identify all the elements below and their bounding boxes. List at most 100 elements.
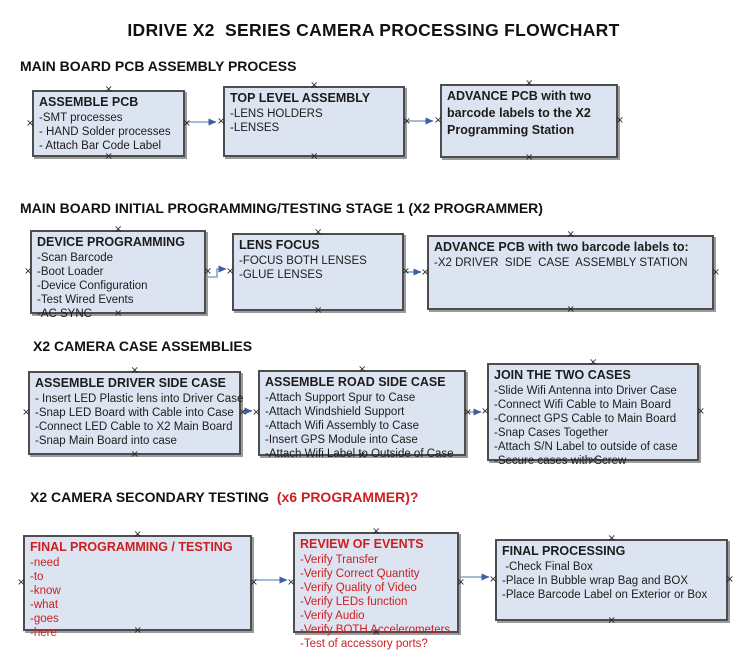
anchor-icon: × bbox=[615, 115, 624, 126]
box-line: -here bbox=[30, 627, 57, 639]
box-line: -what bbox=[30, 599, 59, 611]
box-line: -X2 DRIVER SIDE CASE ASSEMBLY STATION bbox=[434, 257, 688, 269]
box-title: ASSEMBLE ROAD SIDE CASE bbox=[265, 375, 446, 389]
flow-box-device-programming[interactable]: ×××× DEVICE PROGRAMMING -Scan Barcode -B… bbox=[24, 225, 212, 321]
section-heading-text: MAIN BOARD INITIAL PROGRAMMING/TESTING S… bbox=[20, 200, 543, 216]
box-title: ASSEMBLE DRIVER SIDE CASE bbox=[35, 376, 227, 390]
anchor-icon: × bbox=[525, 78, 534, 89]
flow-box-advance-pcb-programming-station[interactable]: ×××× ADVANCE PCB with two barcode labels… bbox=[434, 79, 624, 163]
anchor-icon: × bbox=[711, 266, 720, 278]
flow-box-top-level-assembly[interactable]: ×××× TOP LEVEL ASSEMBLY -LENS HOLDERS -L… bbox=[217, 81, 411, 162]
box-line: -Connect LED Cable to X2 Main Board bbox=[35, 421, 233, 433]
box-title: FINAL PROGRAMMING / TESTING bbox=[30, 540, 233, 554]
box-line: -Connect Wifi Cable to Main Board bbox=[494, 399, 672, 411]
anchor-icon: × bbox=[104, 84, 113, 95]
box-line: -Verify Audio bbox=[300, 610, 365, 622]
section-heading-text: X2 CAMERA SECONDARY TESTING bbox=[30, 489, 273, 505]
section-heading-initial-programming: MAIN BOARD INITIAL PROGRAMMING/TESTING S… bbox=[20, 200, 543, 216]
flow-box-assemble-driver-side-case[interactable]: ×××× ASSEMBLE DRIVER SIDE CASE - Insert … bbox=[22, 366, 247, 460]
flow-box-assemble-road-side-case[interactable]: × × × × ASSEMBLE ROAD SIDE CASE -Attach Sup… bbox=[252, 365, 472, 461]
anchor-icon: × bbox=[725, 574, 734, 585]
anchor-icon: × bbox=[463, 407, 472, 418]
box-line: -Slide Wifi Antenna into Driver Case bbox=[494, 385, 677, 397]
box-line: -Attach Support Spur to Case bbox=[265, 392, 416, 404]
connector-device-programming-to-lens-focus[interactable] bbox=[208, 265, 227, 278]
box-line: -goes bbox=[30, 613, 59, 625]
anchor-icon: × bbox=[114, 308, 123, 319]
anchor-icon: × bbox=[589, 357, 598, 368]
box-line: -Attach Wifi Label to Outside of Case bbox=[265, 448, 454, 460]
box-title: JOIN THE TWO CASES bbox=[494, 368, 631, 382]
flow-box-final-processing[interactable]: ×××× FINAL PROCESSING -Check Final Box -… bbox=[489, 534, 734, 626]
box-line: -Verify Quality of Video bbox=[300, 582, 417, 594]
box-line: -Verify BOTH Accelerometers bbox=[300, 624, 451, 636]
section-heading-secondary-testing: X2 CAMERA SECONDARY TESTING (x6 PROGRAMM… bbox=[30, 489, 418, 505]
anchor-icon: × bbox=[372, 526, 381, 537]
box-line: - HAND Solder processes bbox=[39, 126, 171, 138]
anchor-icon: × bbox=[489, 574, 498, 585]
anchor-icon: × bbox=[310, 151, 319, 162]
anchor-icon: × bbox=[238, 407, 247, 418]
anchor-icon: × bbox=[130, 449, 139, 460]
box-line: -AC SYNC bbox=[37, 308, 92, 320]
anchor-icon: × bbox=[217, 115, 226, 127]
section-heading-text: MAIN BOARD PCB ASSEMBLY PROCESS bbox=[20, 58, 297, 74]
anchor-icon: × bbox=[696, 406, 705, 417]
anchor-icon: × bbox=[525, 152, 534, 163]
box-line: -Connect GPS Cable to Main Board bbox=[494, 413, 677, 425]
flow-box-final-programming-testing[interactable]: ×××× FINAL PROGRAMMING / TESTING -need -… bbox=[17, 530, 258, 640]
anchor-icon: × bbox=[133, 625, 142, 636]
anchor-icon: × bbox=[481, 406, 490, 417]
box-line: -Insert GPS Module into Case bbox=[265, 434, 418, 446]
box-line: -to bbox=[30, 571, 44, 583]
anchor-icon: × bbox=[249, 577, 258, 588]
flow-box-review-of-events[interactable]: ×××× REVIEW OF EVENTS -Verify Transfer -… bbox=[287, 527, 465, 651]
anchor-icon: × bbox=[566, 229, 575, 240]
flow-box-lens-focus[interactable]: ×××× LENS FOCUS -FOCUS BOTH LENSES -GLUE… bbox=[226, 228, 410, 316]
anchor-icon: × bbox=[434, 115, 443, 126]
anchor-icon: × bbox=[104, 151, 113, 162]
box-line: -LENS HOLDERS bbox=[230, 108, 323, 120]
box-title: FINAL PROCESSING bbox=[502, 544, 626, 558]
anchor-icon: × bbox=[358, 450, 367, 461]
box-title: REVIEW OF EVENTS bbox=[300, 537, 424, 551]
flow-box-assemble-pcb[interactable]: ×××× ASSEMBLE PCB -SMT processes - HAND … bbox=[26, 85, 191, 162]
box-line: -Test of accessory ports? bbox=[300, 638, 428, 650]
anchor-icon: × bbox=[358, 364, 367, 375]
anchor-icon: × bbox=[401, 266, 410, 277]
box-line: - Insert LED Plastic lens into Driver Ca… bbox=[35, 393, 244, 405]
box-title: TOP LEVEL ASSEMBLY bbox=[230, 91, 371, 105]
box-line: -SMT processes bbox=[39, 112, 123, 124]
box-line: -Attach Wifi Assembly to Case bbox=[265, 420, 420, 432]
box-line: -Verify Correct Quantity bbox=[300, 568, 420, 580]
anchor-icon: × bbox=[22, 407, 31, 418]
box-line: -Snap LED Board with Cable into Case bbox=[35, 407, 234, 419]
box-title: ASSEMBLE PCB bbox=[39, 95, 139, 109]
anchor-icon: × bbox=[421, 266, 430, 278]
anchor-icon: × bbox=[252, 407, 261, 418]
box-line: - Attach Bar Code Label bbox=[39, 140, 162, 152]
box-title: LENS FOCUS bbox=[239, 238, 320, 252]
anchor-icon: × bbox=[372, 627, 381, 638]
box-line: -Verify LEDs function bbox=[300, 596, 408, 608]
anchor-icon: × bbox=[226, 266, 235, 277]
section-heading-text: X2 CAMERA CASE ASSEMBLIES bbox=[33, 338, 253, 354]
box-line: -Secure cases with Screw bbox=[494, 455, 627, 467]
box-line: -FOCUS BOTH LENSES bbox=[239, 255, 367, 267]
box-line: -Attach S/N Label to outside of case bbox=[494, 441, 678, 453]
box-line: -need bbox=[30, 557, 60, 569]
box-line: -Boot Loader bbox=[37, 266, 104, 278]
anchor-icon: × bbox=[456, 576, 465, 588]
flow-box-join-the-two-cases[interactable]: ×××× JOIN THE TWO CASES -Slide Wifi Ante… bbox=[481, 358, 705, 468]
section-heading-pcb-assembly: MAIN BOARD PCB ASSEMBLY PROCESS bbox=[20, 58, 296, 74]
box-line: -Attach Windshield Support bbox=[265, 406, 405, 418]
anchor-icon: × bbox=[203, 266, 212, 277]
anchor-icon: × bbox=[566, 304, 575, 315]
flow-box-advance-pcb-driver-side[interactable]: ×××× ADVANCE PCB with two barcode labels… bbox=[421, 230, 720, 315]
box-line: -Snap Cases Together bbox=[494, 427, 609, 439]
box-line: -Place Barcode Label on Exterior or Box bbox=[502, 589, 708, 601]
box-line: -know bbox=[30, 585, 61, 597]
anchor-icon: × bbox=[402, 115, 411, 127]
